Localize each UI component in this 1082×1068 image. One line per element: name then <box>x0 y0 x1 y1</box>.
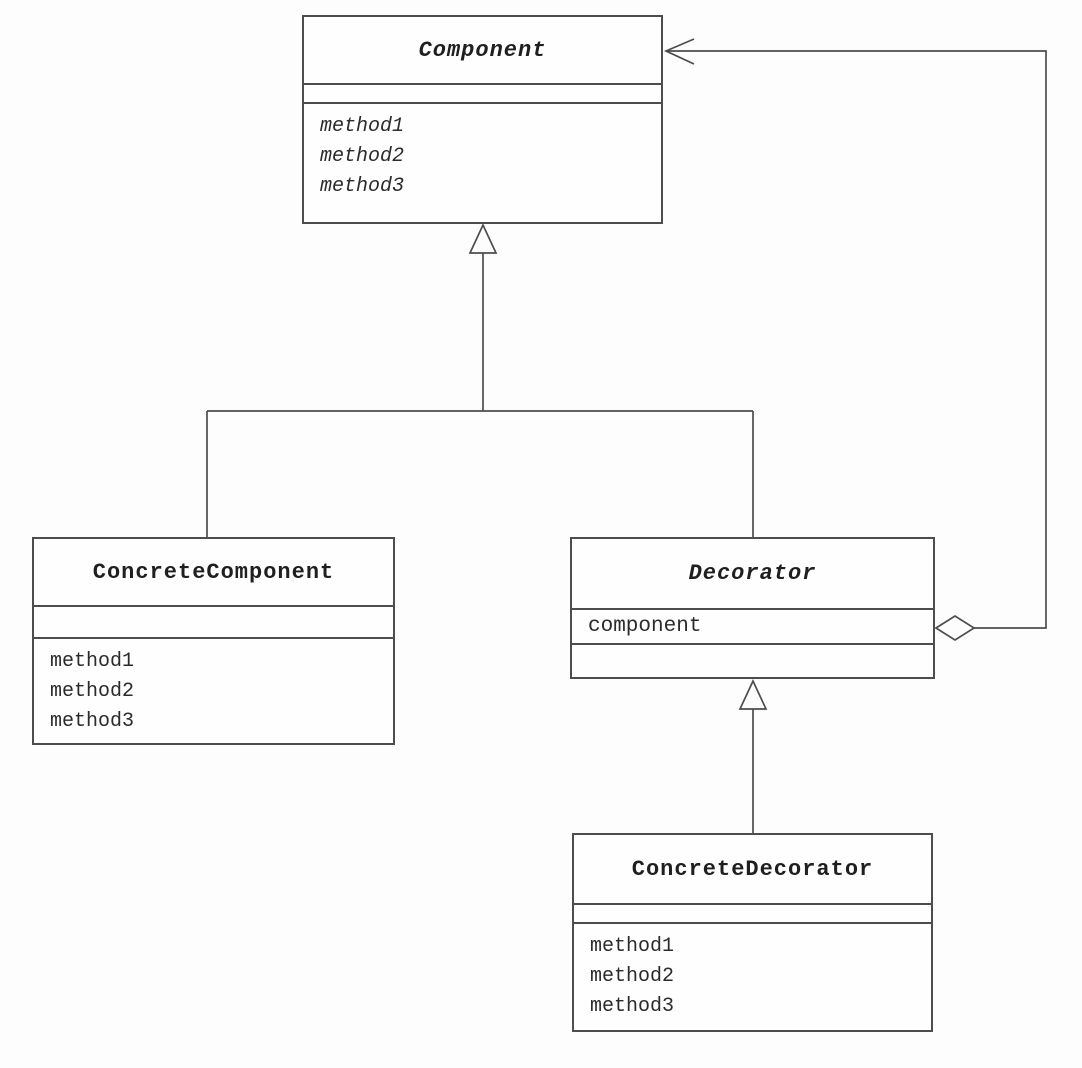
method-item: method2 <box>590 965 675 988</box>
inheritance-edge-to-decorator <box>738 678 768 834</box>
method-item: method1 <box>590 935 675 958</box>
aggregation-edge-decorator-component <box>663 38 1047 642</box>
methods-section: method1 method2 method3 <box>34 639 393 737</box>
hollow-triangle-arrowhead <box>738 678 768 710</box>
class-name-component: Component <box>304 17 661 85</box>
class-name-concrete-decorator: ConcreteDecorator <box>574 835 931 905</box>
methods-section: method1 method2 method3 <box>574 924 931 1022</box>
methods-section-empty <box>572 645 933 653</box>
method-item: method1 <box>50 650 135 673</box>
class-box-component: Component method1 method2 method3 <box>302 15 663 224</box>
method-item: method3 <box>590 995 675 1018</box>
method-item: method3 <box>320 175 405 198</box>
inheritance-edge-to-component <box>206 222 754 537</box>
class-name-decorator: Decorator <box>572 539 933 610</box>
attribute-item-component: component <box>572 610 933 645</box>
class-name-concrete-component: ConcreteComponent <box>34 539 393 607</box>
attributes-section-empty <box>574 905 931 924</box>
method-item: method1 <box>320 115 405 138</box>
hollow-diamond <box>934 614 976 642</box>
class-box-decorator: Decorator component <box>570 537 935 679</box>
method-item: method2 <box>50 680 135 703</box>
hollow-triangle-arrowhead <box>468 222 498 254</box>
class-box-concrete-component: ConcreteComponent method1 method2 method… <box>32 537 395 745</box>
method-item: method2 <box>320 145 405 168</box>
attributes-section-empty <box>34 607 393 639</box>
attributes-section-empty <box>304 85 661 104</box>
open-arrowhead <box>663 38 695 65</box>
method-item: method3 <box>50 710 135 733</box>
methods-section: method1 method2 method3 <box>304 104 661 202</box>
class-box-concrete-decorator: ConcreteDecorator method1 method2 method… <box>572 833 933 1032</box>
